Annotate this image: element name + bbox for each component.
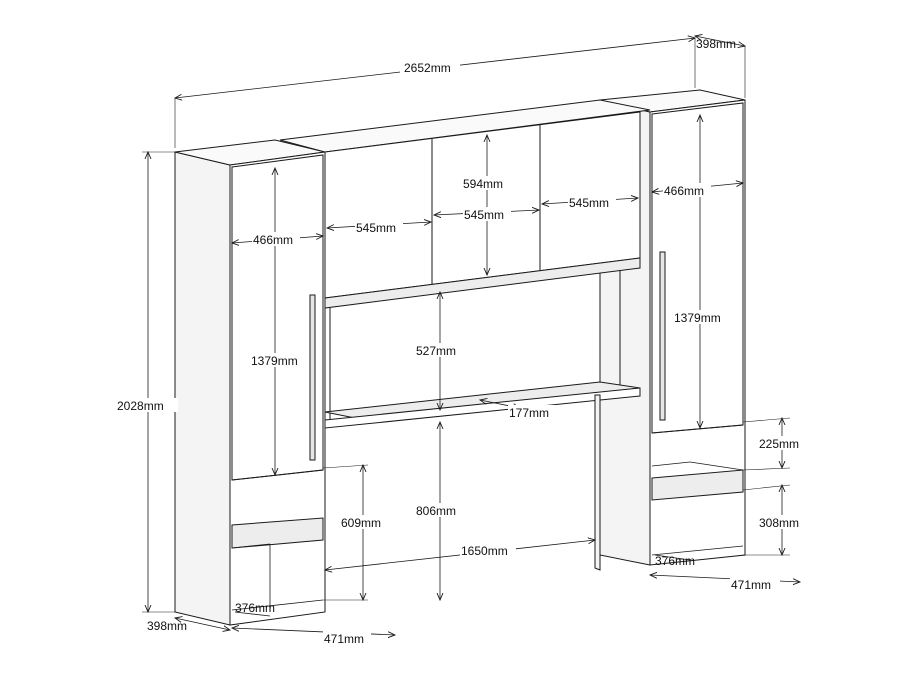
label-right-base-width: 471mm	[731, 578, 771, 592]
right-niche-shelf-line	[651, 461, 691, 467]
ext-left-niche-top	[322, 464, 369, 469]
label-right-lower-niche: 308mm	[759, 516, 799, 530]
label-cab-width-center: 545mm	[464, 208, 504, 222]
right-niche-top-edge	[651, 424, 744, 434]
dimension-labels: 2652mm 398mm 2028mm 398mm 466mm 1379mm 6…	[116, 37, 806, 646]
label-shelf-depth: 177mm	[509, 406, 549, 420]
left-tower-drawer	[231, 517, 324, 549]
dim-line-left-inner-depth	[234, 611, 271, 617]
label-left-base-width: 471mm	[324, 632, 364, 646]
label-cab-width-left: 545mm	[356, 221, 396, 235]
dim-line-top-depth	[695, 36, 745, 46]
label-left-column-width: 466mm	[253, 233, 293, 247]
label-cab-height: 594mm	[463, 177, 503, 191]
label-depth-bottom-left: 398mm	[147, 619, 187, 633]
label-overall-height: 2028mm	[117, 399, 164, 413]
label-overall-depth-top: 398mm	[696, 37, 736, 51]
ext-right-upper-bottom	[742, 467, 791, 471]
label-right-column-width: 466mm	[664, 184, 704, 198]
left-niche-bottom-edge	[231, 599, 324, 611]
ext-right-lower-top	[742, 484, 791, 491]
label-bridge-gap-height: 527mm	[416, 344, 456, 358]
label-left-inner-depth: 376mm	[235, 601, 275, 615]
left-niche-inner-line	[231, 543, 271, 549]
right-niche-shelf-line-2	[689, 461, 744, 471]
right-niche-bottom-edge	[651, 545, 744, 556]
left-tower-door	[231, 154, 324, 481]
left-tower	[174, 139, 326, 626]
label-bridge-span: 1650mm	[461, 544, 508, 558]
dim-line-depth-bottom-left	[175, 618, 230, 630]
label-right-door-height: 1379mm	[674, 311, 721, 325]
bridge-top	[279, 99, 651, 153]
label-left-door-height: 1379mm	[251, 354, 298, 368]
label-floor-to-shelf: 806mm	[416, 504, 456, 518]
bridge-cabinets	[279, 99, 651, 571]
label-overall-width: 2652mm	[404, 61, 451, 75]
bridge-bottom-panel	[324, 257, 641, 309]
label-right-upper-niche: 225mm	[759, 437, 799, 451]
ext-right-upper-top	[742, 417, 791, 423]
desk-leg-panel	[594, 394, 601, 571]
right-tower-door	[651, 102, 744, 434]
label-cab-width-right: 545mm	[569, 196, 609, 210]
label-right-inner-depth: 376mm	[655, 554, 695, 568]
dim-line-right-inner-depth	[654, 554, 691, 561]
left-tower-side-panel	[174, 151, 231, 626]
left-door-handle	[309, 294, 316, 461]
right-door-handle	[659, 251, 666, 421]
right-tower-drawer	[651, 469, 744, 501]
label-left-niche-height: 609mm	[341, 516, 381, 530]
